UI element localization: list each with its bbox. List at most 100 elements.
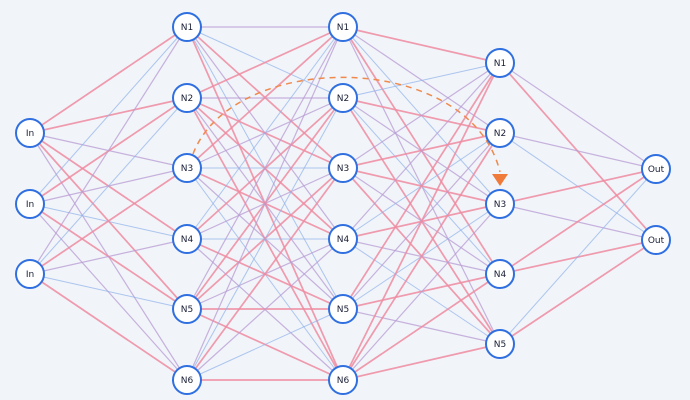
node-circle (172, 294, 202, 324)
edge-c5-o1 (499, 168, 657, 345)
node-hidden-3-3: N3 (485, 189, 515, 219)
arrowhead-icon (492, 174, 508, 186)
node-hidden-1-4: N4 (172, 224, 202, 254)
edge-a3-b1 (186, 26, 344, 169)
edge-c5-o2 (499, 239, 657, 345)
node-circle (172, 365, 202, 395)
node-hidden-3-1: N1 (485, 48, 515, 78)
node-circle (15, 189, 45, 219)
edge-a6-b4 (186, 238, 344, 381)
node-circle (485, 118, 515, 148)
node-label: N3 (337, 164, 349, 174)
edge-c2-o1 (499, 132, 657, 170)
node-label: N5 (181, 305, 193, 315)
node-hidden-1-1: N1 (172, 12, 202, 42)
node-label: N5 (494, 340, 506, 350)
node-circle (328, 83, 358, 113)
node-circle (641, 154, 671, 184)
edge-b6-c3 (342, 203, 501, 381)
node-label: N2 (181, 94, 193, 104)
edge-b6-c1 (342, 62, 501, 381)
node-label: Out (648, 236, 665, 246)
node-hidden-1-2: N2 (172, 83, 202, 113)
node-circle (328, 153, 358, 183)
edge-b6-c4 (342, 273, 501, 381)
edge-b4-c1 (342, 62, 501, 240)
node-input-3: In (15, 259, 45, 289)
edge-i3-a6 (29, 273, 188, 381)
node-hidden-2-6: N6 (328, 365, 358, 395)
node-label: N5 (337, 305, 349, 315)
node-label: In (26, 129, 34, 139)
node-circle (172, 224, 202, 254)
node-hidden-1-3: N3 (172, 153, 202, 183)
edge-b6-c5 (342, 343, 501, 381)
node-output-2: Out (641, 225, 671, 255)
node-circle (328, 365, 358, 395)
node-hidden-1-5: N5 (172, 294, 202, 324)
node-hidden-2-1: N1 (328, 12, 358, 42)
node-label: In (26, 270, 34, 280)
edge-a5-b1 (186, 26, 344, 310)
edge-a6-b3 (186, 167, 344, 381)
node-hidden-3-4: N4 (485, 259, 515, 289)
node-label: N6 (181, 376, 194, 386)
node-hidden-1-6: N6 (172, 365, 202, 395)
node-label: N4 (181, 235, 194, 245)
node-hidden-2-3: N3 (328, 153, 358, 183)
edge-c3-o1 (499, 168, 657, 205)
node-input-1: In (15, 118, 45, 148)
node-label: In (26, 200, 34, 210)
edge-i1-a1 (29, 26, 188, 134)
edge-a6-b1 (186, 26, 344, 381)
node-label: N4 (494, 270, 507, 280)
edge-i3-a3 (29, 167, 188, 275)
node-output-1: Out (641, 154, 671, 184)
edge-i2-a1 (29, 26, 188, 205)
edge-b6-c2 (342, 132, 501, 381)
node-label: N6 (337, 376, 350, 386)
node-circle (485, 189, 515, 219)
node-circle (328, 12, 358, 42)
node-hidden-2-5: N5 (328, 294, 358, 324)
node-label: N2 (337, 94, 349, 104)
edge-b1-c1 (342, 26, 501, 64)
node-circle (485, 48, 515, 78)
node-hidden-3-2: N2 (485, 118, 515, 148)
node-hidden-2-2: N2 (328, 83, 358, 113)
edge-b3-c1 (342, 62, 501, 169)
node-circle (172, 83, 202, 113)
node-label: N1 (181, 23, 193, 33)
edge-a2-b1 (186, 26, 344, 99)
node-label: N2 (494, 129, 506, 139)
highlight-arc (192, 76, 501, 173)
node-label: N1 (337, 23, 349, 33)
edge-i3-a1 (29, 26, 188, 275)
node-label: N4 (337, 235, 350, 245)
edge-a6-b2 (186, 97, 344, 381)
node-label: N3 (494, 200, 506, 210)
node-circle (15, 259, 45, 289)
edge-i3-a2 (29, 97, 188, 275)
edge-i3-a5 (29, 273, 188, 310)
node-circle (15, 118, 45, 148)
edge-a6-b5 (186, 308, 344, 381)
edge-b5-c1 (342, 62, 501, 310)
node-circle (328, 224, 358, 254)
node-label: N3 (181, 164, 193, 174)
node-circle (641, 225, 671, 255)
node-label: N1 (494, 59, 506, 69)
node-circle (328, 294, 358, 324)
node-circle (172, 153, 202, 183)
connection-edges (29, 26, 657, 381)
edge-b2-c1 (342, 62, 501, 99)
highlight-arc-layer (192, 76, 508, 186)
node-label: Out (648, 165, 665, 175)
edge-a4-b1 (186, 26, 344, 240)
network-nodes: InInInN1N2N3N4N5N6N1N2N3N4N5N6N1N2N3N4N5… (15, 12, 671, 395)
edge-c4-o1 (499, 168, 657, 275)
node-hidden-3-5: N5 (485, 329, 515, 359)
node-circle (485, 329, 515, 359)
